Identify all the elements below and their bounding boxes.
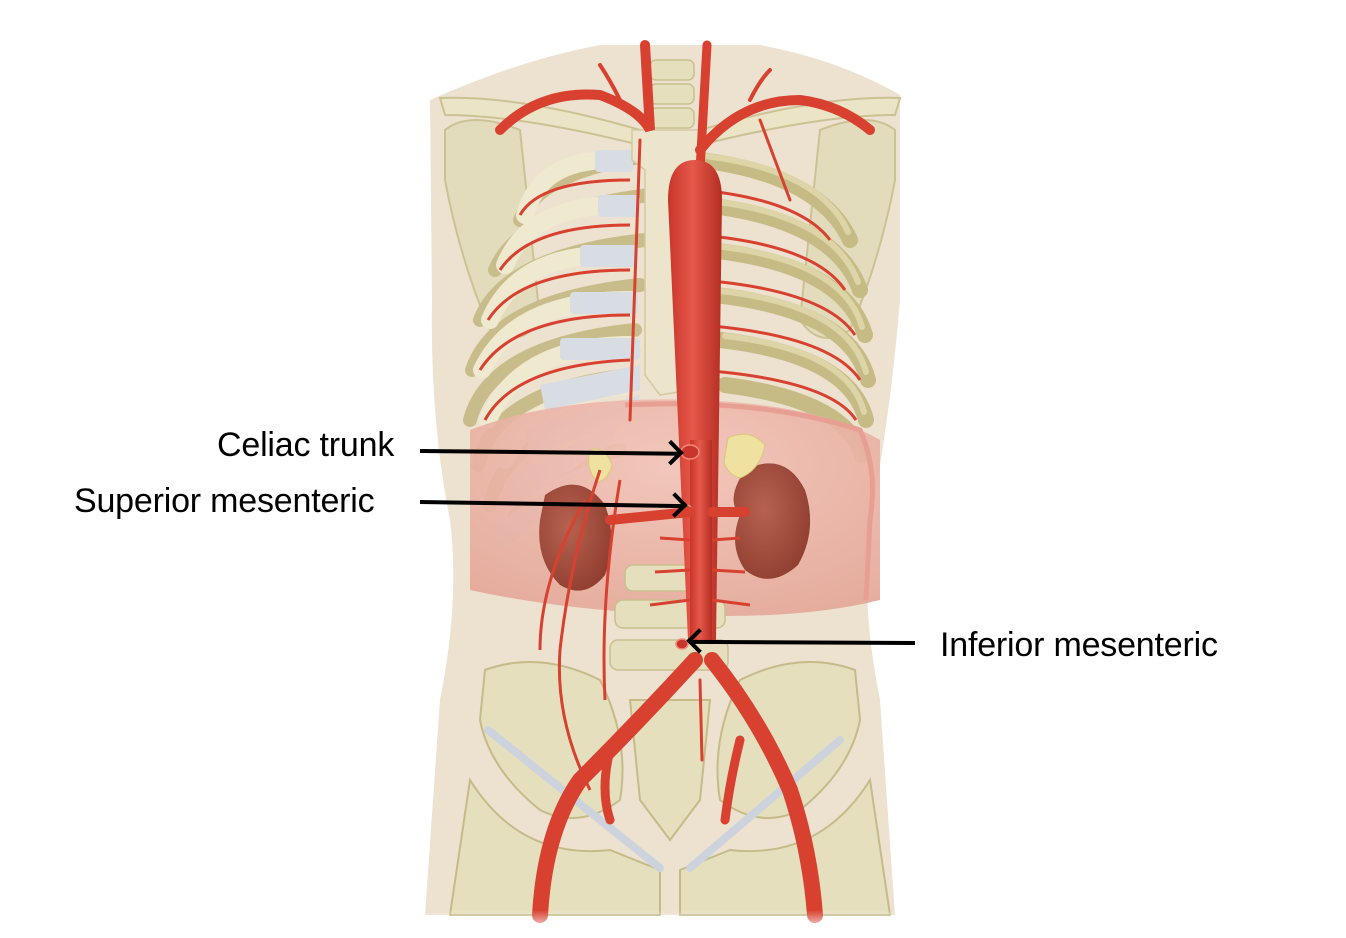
lumbar-arteries <box>649 536 751 607</box>
kidneys <box>539 463 811 591</box>
label-superior-mesenteric: Superior mesenteric <box>74 482 375 520</box>
ribs-left-highlight <box>702 153 869 415</box>
colic-arteries <box>538 469 622 791</box>
label-inferior-mesenteric: Inferior mesenteric <box>940 626 1218 664</box>
intercostal-arteries <box>478 178 862 421</box>
label-celiac-trunk: Celiac trunk <box>217 426 395 464</box>
aorta <box>668 160 722 650</box>
vertebrae-cervical <box>649 59 695 129</box>
arteries-upper <box>495 40 875 422</box>
adrenal-glands <box>588 433 766 483</box>
